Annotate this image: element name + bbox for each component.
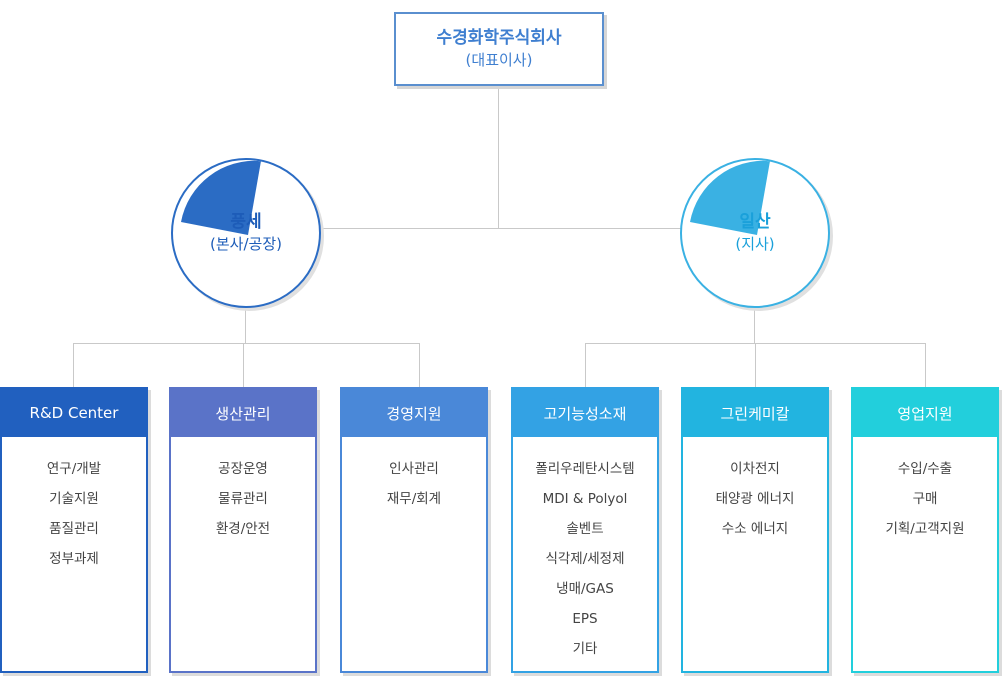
branch-sub: (본사/공장) — [210, 235, 282, 254]
connector-left-bus — [73, 343, 420, 344]
dept-item: 공장운영 — [218, 461, 268, 477]
dept-item: 구매 — [912, 491, 938, 507]
connector-left-drop-3 — [419, 343, 420, 387]
dept-item: 수입/수출 — [897, 461, 953, 477]
dept-green-chemical: 그린케미칼 이차전지 태양광 에너지 수소 에너지 — [681, 387, 829, 673]
dept-item: 기획/고객지원 — [885, 521, 965, 537]
dept-item: 기술지원 — [49, 491, 99, 507]
dept-item: 물류관리 — [218, 491, 268, 507]
branch-accent-wedge — [690, 160, 770, 235]
dept-item: 인사관리 — [389, 461, 439, 477]
connector-ceo-vertical — [498, 86, 499, 228]
dept-item: EPS — [572, 611, 598, 627]
dept-item: 기타 — [572, 641, 598, 657]
branch-node-pungse: 풍세 (본사/공장) — [171, 158, 321, 308]
dept-title: 영업지원 — [853, 389, 997, 437]
dept-title: 경영지원 — [342, 389, 486, 437]
dept-item: MDI & Polyol — [542, 491, 628, 507]
dept-item-list: 이차전지 태양광 에너지 수소 에너지 — [683, 437, 827, 544]
dept-item-list: 폴리우레탄시스템 MDI & Polyol 솔벤트 식각제/세정제 냉매/GAS… — [513, 437, 657, 664]
dept-item: 연구/개발 — [46, 461, 102, 477]
branch-name: 풍세 — [230, 212, 262, 233]
dept-item: 태양광 에너지 — [715, 491, 795, 507]
branch-accent-wedge — [181, 160, 261, 235]
connector-left-drop-2 — [243, 343, 244, 387]
connector-right-branch-down — [754, 308, 755, 343]
dept-item: 식각제/세정제 — [545, 551, 625, 567]
dept-rnd-center: R&D Center 연구/개발 기술지원 품질관리 정부과제 — [0, 387, 148, 673]
connector-branches-horizontal — [320, 228, 682, 229]
dept-item: 냉매/GAS — [556, 581, 614, 597]
dept-item: 수소 에너지 — [721, 521, 789, 537]
dept-item: 이차전지 — [730, 461, 780, 477]
dept-management-support: 경영지원 인사관리 재무/회계 — [340, 387, 488, 673]
dept-item: 품질관리 — [49, 521, 99, 537]
dept-title: 그린케미칼 — [683, 389, 827, 437]
dept-title: R&D Center — [2, 389, 146, 437]
connector-left-branch-down — [245, 308, 246, 343]
dept-high-functional-materials: 고기능성소재 폴리우레탄시스템 MDI & Polyol 솔벤트 식각제/세정제… — [511, 387, 659, 673]
dept-item-list: 수입/수출 구매 기획/고객지원 — [853, 437, 997, 544]
dept-item-list: 연구/개발 기술지원 품질관리 정부과제 — [2, 437, 146, 574]
connector-left-drop-1 — [73, 343, 74, 387]
branch-name: 일산 — [739, 212, 771, 233]
dept-title: 고기능성소재 — [513, 389, 657, 437]
dept-item: 환경/안전 — [215, 521, 271, 537]
dept-item-list: 인사관리 재무/회계 — [342, 437, 486, 514]
company-role: (대표이사) — [465, 51, 533, 70]
company-name: 수경화학주식회사 — [436, 28, 562, 49]
connector-right-drop-1 — [585, 343, 586, 387]
branch-node-ilsan: 일산 (지사) — [680, 158, 830, 308]
connector-right-drop-3 — [925, 343, 926, 387]
ceo-node: 수경화학주식회사 (대표이사) — [394, 12, 604, 86]
branch-sub: (지사) — [735, 235, 775, 254]
dept-item: 폴리우레탄시스템 — [535, 461, 635, 477]
dept-title: 생산관리 — [171, 389, 315, 437]
dept-sales-support: 영업지원 수입/수출 구매 기획/고객지원 — [851, 387, 999, 673]
dept-production: 생산관리 공장운영 물류관리 환경/안전 — [169, 387, 317, 673]
connector-right-drop-2 — [755, 343, 756, 387]
dept-item: 솔벤트 — [566, 521, 604, 537]
dept-item: 재무/회계 — [386, 491, 442, 507]
dept-item-list: 공장운영 물류관리 환경/안전 — [171, 437, 315, 544]
dept-item: 정부과제 — [49, 551, 99, 567]
